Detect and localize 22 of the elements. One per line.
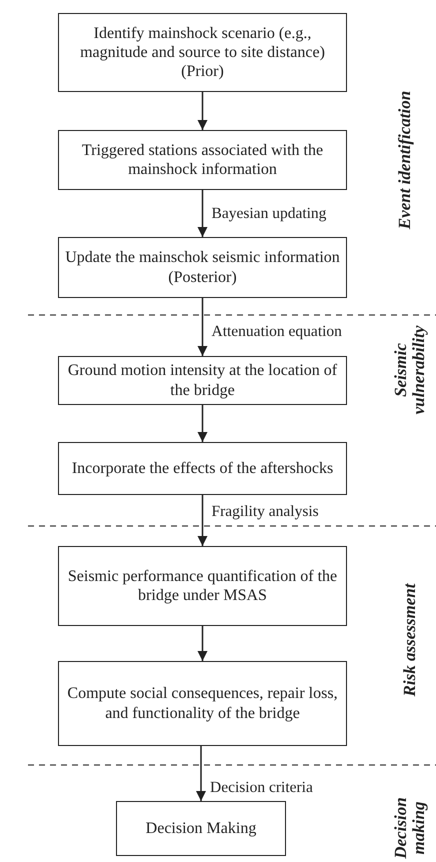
edge-label: Attenuation equation — [210, 323, 343, 340]
arrow — [198, 92, 208, 130]
process-box: Update the mainschok seismic information (Posterior) — [58, 237, 347, 298]
process-box: Incorporate the effects of the aftershocks — [58, 442, 347, 495]
process-box: Decision Making — [116, 801, 286, 856]
arrow — [198, 495, 208, 546]
phase-label: Seismic vulnerability — [392, 324, 428, 416]
edge-label: Fragility analysis — [210, 503, 320, 520]
process-box: Compute social consequences, repair loss, and functionality of the bridge — [58, 661, 347, 746]
process-box: Ground motion intensity at the location of the bridge — [58, 356, 347, 405]
process-box: Identify mainshock scenario (e.g., magnitude and source to site distance) (Prior) — [58, 13, 347, 92]
arrow — [198, 626, 208, 661]
arrow — [198, 190, 208, 237]
arrow — [196, 746, 206, 801]
process-box: Triggered stations associated with the mainshock information — [58, 130, 347, 190]
phase-label: Decision making — [392, 796, 428, 861]
arrow — [198, 298, 208, 356]
edge-label: Bayesian updating — [210, 205, 328, 222]
phase-label: Risk assessment — [401, 582, 419, 698]
phase-label: Event identification — [396, 90, 414, 232]
arrow — [198, 405, 208, 442]
process-box: Seismic performance quantification of the bridge under MSAS — [58, 546, 347, 626]
